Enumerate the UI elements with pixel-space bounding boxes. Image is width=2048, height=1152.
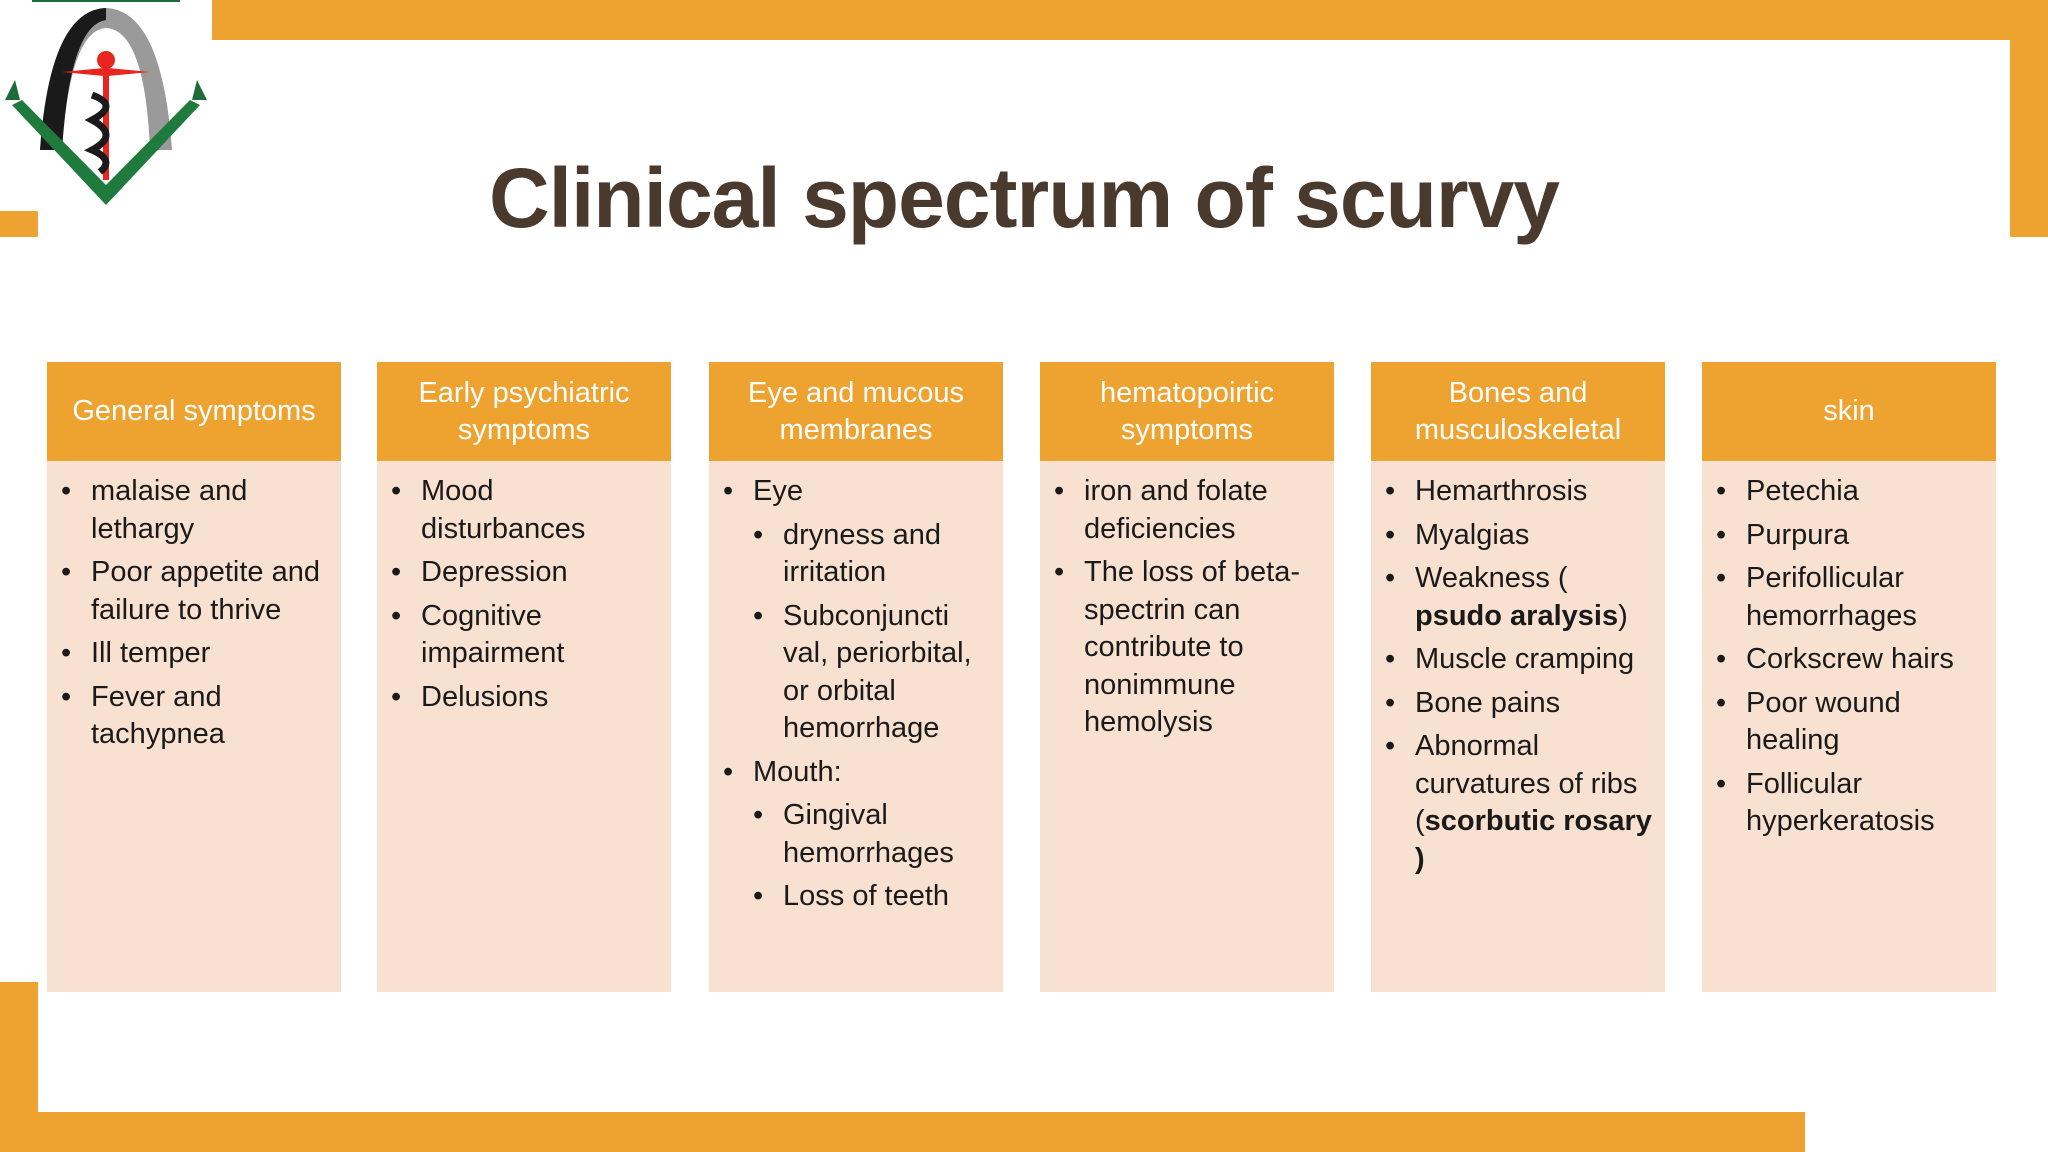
bullet-item: Eye dryness and irritationSubconjuncti va…	[723, 473, 993, 748]
item-text: Muscle cramping	[1415, 643, 1635, 675]
item-text: Loss of teeth	[783, 880, 950, 912]
bullet-item: The loss of beta-spectrin can contribute…	[1054, 554, 1324, 742]
item-text: Fever and tachypnea	[91, 680, 225, 751]
item-text: Weakness (	[1415, 562, 1568, 594]
column-psychiatric: Early psychiatric symptomsMood disturban…	[377, 362, 671, 992]
column-header: hematopoirtic symptoms	[1040, 362, 1334, 461]
left-accent-mark	[0, 211, 38, 237]
bullet-item: Delusions	[391, 679, 661, 717]
item-text: Eye	[753, 475, 803, 507]
item-text: dryness and irritation	[783, 518, 941, 589]
column-hematopoietic: hematopoirtic symptoms iron and folate de…	[1040, 362, 1334, 992]
item-text: Ill temper	[91, 637, 211, 669]
bullet-item: Poor wound healing	[1716, 685, 1986, 760]
column-body: iron and folate deficienciesThe loss of …	[1040, 461, 1334, 742]
item-text: Myalgias	[1415, 518, 1530, 551]
bullet-item: Purpura	[1716, 517, 1986, 555]
item-text: )	[1618, 599, 1628, 632]
bullet-item: Fever and tachypnea	[61, 679, 331, 754]
item-text: Petechia	[1746, 475, 1859, 507]
column-general: General symptoms malaise and lethargyPoor…	[47, 362, 341, 992]
bullet-item: Mouth: Gingival hemorrhagesLoss of teeth	[723, 754, 993, 916]
bold-text: scorbutic rosary )	[1415, 805, 1652, 875]
column-body: HemarthrosisMyalgiasWeakness ( psudo ara…	[1371, 461, 1665, 878]
item-text: Poor appetite and failure to thrive	[91, 556, 320, 626]
sub-bullet-item: Subconjuncti val, periorbital, or orbita…	[753, 598, 993, 748]
bullet-item: Poor appetite and failure to thrive	[61, 554, 331, 629]
column-body: Mood disturbancesDepressionCognitive imp…	[377, 461, 671, 716]
column-body: malaise and lethargyPoor appetite and fa…	[47, 461, 341, 754]
bullet-item: Corkscrew hairs	[1716, 641, 1986, 679]
item-text: Follicular hyperkeratosis	[1746, 767, 1935, 838]
column-header: Bones and musculoskeletal	[1371, 362, 1665, 461]
bullet-item: Follicular hyperkeratosis	[1716, 766, 1986, 841]
bullet-item: malaise and lethargy	[61, 473, 331, 548]
bullet-item: Bone pains	[1385, 685, 1655, 723]
column-body: PetechiaPurpuraPerifollicular hemorrhage…	[1702, 461, 1996, 841]
item-text: malaise and lethargy	[91, 475, 248, 545]
column-bones-musculoskeletal: Bones and musculoskeletalHemarthrosisMya…	[1371, 362, 1665, 992]
sub-bullet-list: dryness and irritationSubconjuncti val, …	[753, 517, 993, 748]
item-text: Depression	[421, 556, 568, 588]
bottom-accent-bar	[0, 1112, 1805, 1152]
column-header: skin	[1702, 362, 1996, 461]
item-text: Mouth:	[753, 755, 842, 788]
item-text: Abnormal curvatures of ribs (	[1415, 730, 1638, 837]
column-header: General symptoms	[47, 362, 341, 461]
bullet-list: malaise and lethargyPoor appetite and fa…	[61, 473, 331, 754]
bullet-item: Weakness ( psudo aralysis)	[1385, 560, 1655, 635]
college-logo	[5, 0, 207, 205]
bullet-item: Muscle cramping	[1385, 641, 1655, 679]
bullet-item: Abnormal curvatures of ribs (scorbutic r…	[1385, 728, 1655, 878]
bullet-list: PetechiaPurpuraPerifollicular hemorrhage…	[1716, 473, 1986, 841]
item-text: Hemarthrosis	[1415, 475, 1588, 507]
item-text: Corkscrew hairs	[1746, 643, 1954, 675]
bullet-item: Petechia	[1716, 473, 1986, 511]
bullet-item: Ill temper	[61, 635, 331, 673]
bullet-item: iron and folate deficiencies	[1054, 473, 1324, 548]
bullet-item: Cognitive impairment	[391, 598, 661, 673]
item-text: Bone pains	[1415, 686, 1561, 719]
column-header: Eye and mucous membranes	[709, 362, 1003, 461]
item-text: Purpura	[1746, 518, 1850, 551]
bullet-item: Perifollicular hemorrhages	[1716, 560, 1986, 635]
item-text: Mood disturbances	[421, 475, 586, 545]
bullet-item: Mood disturbances	[391, 473, 661, 548]
item-text: Perifollicular hemorrhages	[1746, 562, 1917, 632]
bullet-list: Mood disturbancesDepressionCognitive imp…	[391, 473, 661, 716]
column-eye-mucous: Eye and mucous membranesEye dryness and i…	[709, 362, 1003, 992]
slide-title: Clinical spectrum of scurvy	[488, 151, 1560, 245]
bullet-list: iron and folate deficienciesThe loss of …	[1054, 473, 1324, 742]
item-text: iron and folate deficiencies	[1084, 475, 1268, 545]
sub-bullet-item: dryness and irritation	[753, 517, 993, 592]
sub-bullet-item: Loss of teeth	[753, 878, 993, 916]
bold-text: psudo aralysis	[1415, 599, 1619, 632]
column-body: Eye dryness and irritationSubconjuncti va…	[709, 461, 1003, 916]
bullet-item: Hemarthrosis	[1385, 473, 1655, 511]
item-text: Subconjuncti val, periorbital, or orbita…	[783, 599, 972, 745]
column-header: Early psychiatric symptoms	[377, 362, 671, 461]
sub-bullet-item: Gingival hemorrhages	[753, 797, 993, 872]
item-text: Delusions	[421, 680, 549, 713]
item-text: The loss of beta-spectrin can contribute…	[1084, 556, 1300, 738]
item-text: Cognitive impairment	[421, 599, 565, 670]
top-accent-bar	[212, 0, 2048, 40]
bullet-item: Myalgias	[1385, 517, 1655, 555]
sub-bullet-list: Gingival hemorrhagesLoss of teeth	[753, 797, 993, 916]
bullet-list: HemarthrosisMyalgiasWeakness ( psudo ara…	[1385, 473, 1655, 878]
column-skin: skinPetechiaPurpuraPerifollicular hemorr…	[1702, 362, 1996, 992]
right-accent-bar	[2010, 0, 2048, 237]
item-text: Gingival hemorrhages	[783, 799, 954, 869]
item-text: Poor wound healing	[1746, 686, 1901, 757]
bullet-list: Eye dryness and irritationSubconjuncti va…	[723, 473, 993, 916]
bullet-item: Depression	[391, 554, 661, 592]
